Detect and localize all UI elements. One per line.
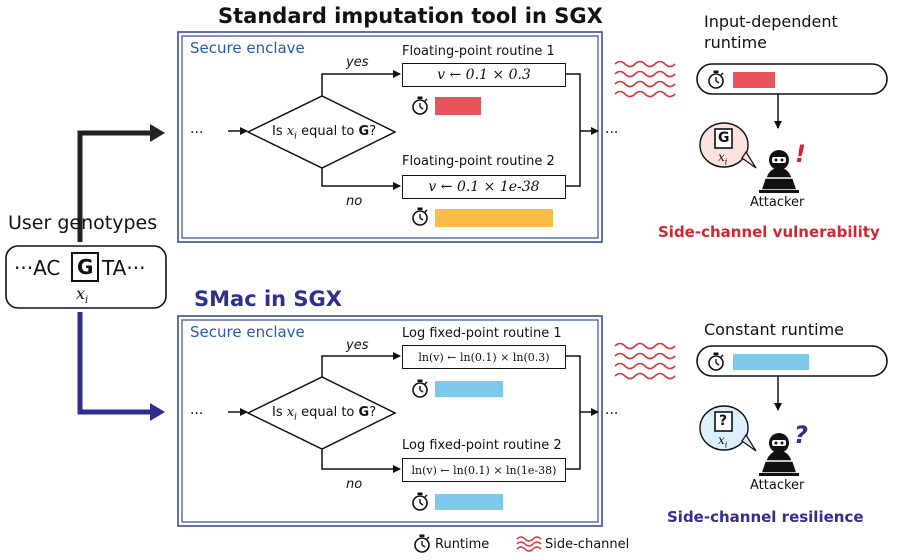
attacker-icon <box>758 149 800 194</box>
routine1-title-bottom: Log fixed-point routine 1 <box>402 326 562 341</box>
bubble-letter-bottom: ? <box>719 413 728 429</box>
decision-diamond-top <box>246 95 397 169</box>
q-var: xi <box>286 124 297 142</box>
question-glyph: ? <box>794 421 808 449</box>
enclave-box-bottom <box>177 315 603 527</box>
genotype-variable: xi <box>76 286 88 306</box>
attacker-label-top: Attacker <box>750 195 805 210</box>
verdict-top: Side-channel vulnerability <box>658 223 880 241</box>
legend-runtime-label: Runtime <box>435 537 490 552</box>
routine2-title-top: Floating-point routine 2 <box>402 154 555 169</box>
runtime-bar-2-bottom <box>435 494 503 510</box>
stopwatch-icon <box>412 491 428 511</box>
ellipsis-right: ··· <box>126 256 146 280</box>
legend-sidechannel-label: Side-channel <box>545 537 630 552</box>
runtime-panel-title-top: Input-dependent runtime <box>704 12 838 52</box>
arrow-to-standard <box>77 130 155 242</box>
q-prefix: Is <box>272 124 283 139</box>
enclave-label-bottom: Secure enclave <box>190 323 305 341</box>
genotype-highlight: G <box>77 255 94 279</box>
no-label-bottom: no <box>346 477 363 492</box>
q-mark: ? <box>369 124 377 139</box>
routine2-formula-bottom: ln(v) ← ln(0.1) × ln(1e-38) <box>402 458 566 482</box>
sidechannel-waves-bottom <box>614 342 676 380</box>
q-mark: ? <box>369 405 377 420</box>
no-label-top: no <box>346 194 363 209</box>
ellipsis-in-bottom: ··· <box>190 406 204 422</box>
bubble-var-top: xi <box>718 150 728 167</box>
q-var: xi <box>286 405 297 423</box>
enclave-box-top <box>177 31 603 243</box>
yes-label-bottom: yes <box>346 338 369 353</box>
routine1-title-top: Floating-point routine 1 <box>402 44 555 59</box>
attacker-icon <box>758 432 800 477</box>
q-suffix: equal to <box>301 405 355 420</box>
runtime-bar-1-bottom <box>435 381 503 397</box>
user-genotypes-label: User genotypes <box>8 212 158 234</box>
verdict-bottom: Side-channel resilience <box>667 508 864 526</box>
smac-title: SMac in SGX <box>194 287 342 311</box>
observed-bar-bottom <box>733 354 809 370</box>
q-prefix: Is <box>272 405 283 420</box>
var-x: x <box>76 284 86 303</box>
genotype-highlight-box <box>71 252 99 282</box>
ellipsis-out-bottom: ··· <box>605 406 619 422</box>
q-suffix: equal to <box>301 124 355 139</box>
arrow-to-smac <box>77 312 155 415</box>
runtime-panel-top <box>696 63 888 95</box>
decision-question-bottom: Is xi equal to G? <box>272 406 376 423</box>
ellipsis-left: ··· <box>14 256 34 280</box>
routine1-formula-top: v ← 0.1 × 0.3 <box>402 63 566 87</box>
genotype-sequence-right: TA··· <box>102 258 145 278</box>
routine2-title-bottom: Log fixed-point routine 2 <box>402 438 562 453</box>
runtime-bar-long-top <box>435 209 553 227</box>
genotype-sequence: ···AC <box>14 258 60 278</box>
runtime-panel-title-bottom: Constant runtime <box>704 320 845 339</box>
stopwatch-icon <box>412 95 428 115</box>
yes-label-top: yes <box>346 55 369 70</box>
legend-stopwatch-icon <box>414 533 430 553</box>
ellipsis-in-top: ··· <box>190 125 204 141</box>
genotype-left: AC <box>33 256 61 280</box>
standard-tool-title: Standard imputation tool in SGX <box>218 4 603 28</box>
enclave-label-top: Secure enclave <box>190 39 305 57</box>
q-bold: G <box>358 405 370 420</box>
var-sub: i <box>85 295 89 307</box>
bubble-var-bottom: xi <box>718 433 728 450</box>
observed-bar-top <box>733 72 775 88</box>
stopwatch-icon <box>412 206 428 226</box>
stopwatch-icon <box>412 378 428 398</box>
routine1-formula-bottom: ln(v) ← ln(0.1) × ln(0.3) <box>402 345 566 369</box>
sidechannel-waves-top <box>614 60 676 98</box>
exclaim-mark: ! <box>795 140 806 168</box>
q-bold: G <box>358 124 370 139</box>
decision-question-top: Is xi equal to G? <box>272 125 376 142</box>
attacker-label-bottom: Attacker <box>750 478 805 493</box>
ellipsis-out-top: ··· <box>605 125 619 141</box>
bubble-letter-top: G <box>718 130 730 146</box>
runtime-bar-short-top <box>435 97 481 115</box>
genotype-right: TA <box>102 256 127 280</box>
legend-waves-icon <box>516 536 542 552</box>
decision-diamond-bottom <box>246 376 397 450</box>
routine2-formula-top: v ← 0.1 × 1e-38 <box>402 175 566 199</box>
